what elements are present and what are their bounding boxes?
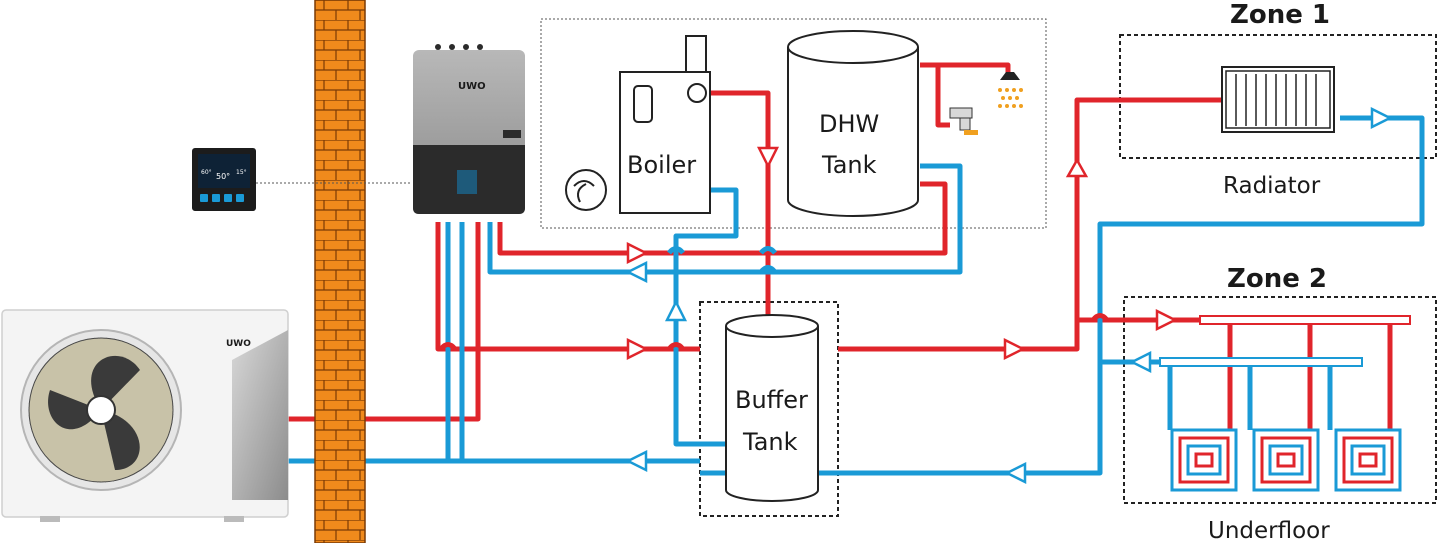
underfloor-coil-1 [1170, 428, 1238, 492]
zone1-enclosure [1119, 34, 1437, 159]
indoor-hydro-unit: UWO [413, 44, 525, 214]
boiler-label: Boiler [627, 151, 696, 179]
boiler: Boiler [565, 35, 711, 214]
hot-pipes [287, 62, 1410, 430]
underfloor-label: Underfloor [1208, 518, 1330, 543]
buffer-enclosure [699, 301, 839, 517]
shower-icon [998, 72, 1023, 108]
radiator-label: Radiator [1223, 173, 1321, 199]
indoor-brand-logo: UWO [458, 81, 486, 92]
buffer-tank: Buffer Tank [725, 314, 819, 502]
radiator [1221, 66, 1335, 133]
underfloor-coil-2 [1252, 428, 1320, 492]
tap-icon [949, 107, 978, 135]
zone2-title: Zone 2 [1227, 264, 1327, 294]
controller-temp-main: 50° [216, 172, 230, 181]
outdoor-brand-logo: UWO [226, 339, 251, 349]
pipe-crossings [439, 246, 1109, 351]
dhw-tank-label-line1: DHW [819, 110, 879, 138]
fan-blades [48, 355, 140, 470]
controller-temp-left: 60° [201, 169, 212, 176]
boiler-fan-icon [565, 169, 607, 211]
underfloor-manifold [1159, 315, 1411, 367]
wall-controller: 60° 50° 15° [192, 148, 256, 211]
outdoor-heat-pump-unit: UWO [1, 309, 289, 522]
controller-temp-right: 15° [236, 169, 247, 176]
buffer-tank-label-line1: Buffer [735, 386, 808, 414]
underfloor-coil-3 [1334, 428, 1402, 492]
dhw-tank: DHW Tank [787, 30, 919, 217]
zone2-enclosure [1123, 296, 1437, 504]
zone1-title: Zone 1 [1230, 0, 1330, 30]
buffer-tank-label-line2: Tank [742, 428, 798, 456]
dhw-boiler-enclosure [540, 18, 1047, 229]
flow-arrows [625, 106, 1393, 485]
brick-wall [314, 0, 366, 543]
dhw-tank-label-line2: Tank [821, 151, 877, 179]
